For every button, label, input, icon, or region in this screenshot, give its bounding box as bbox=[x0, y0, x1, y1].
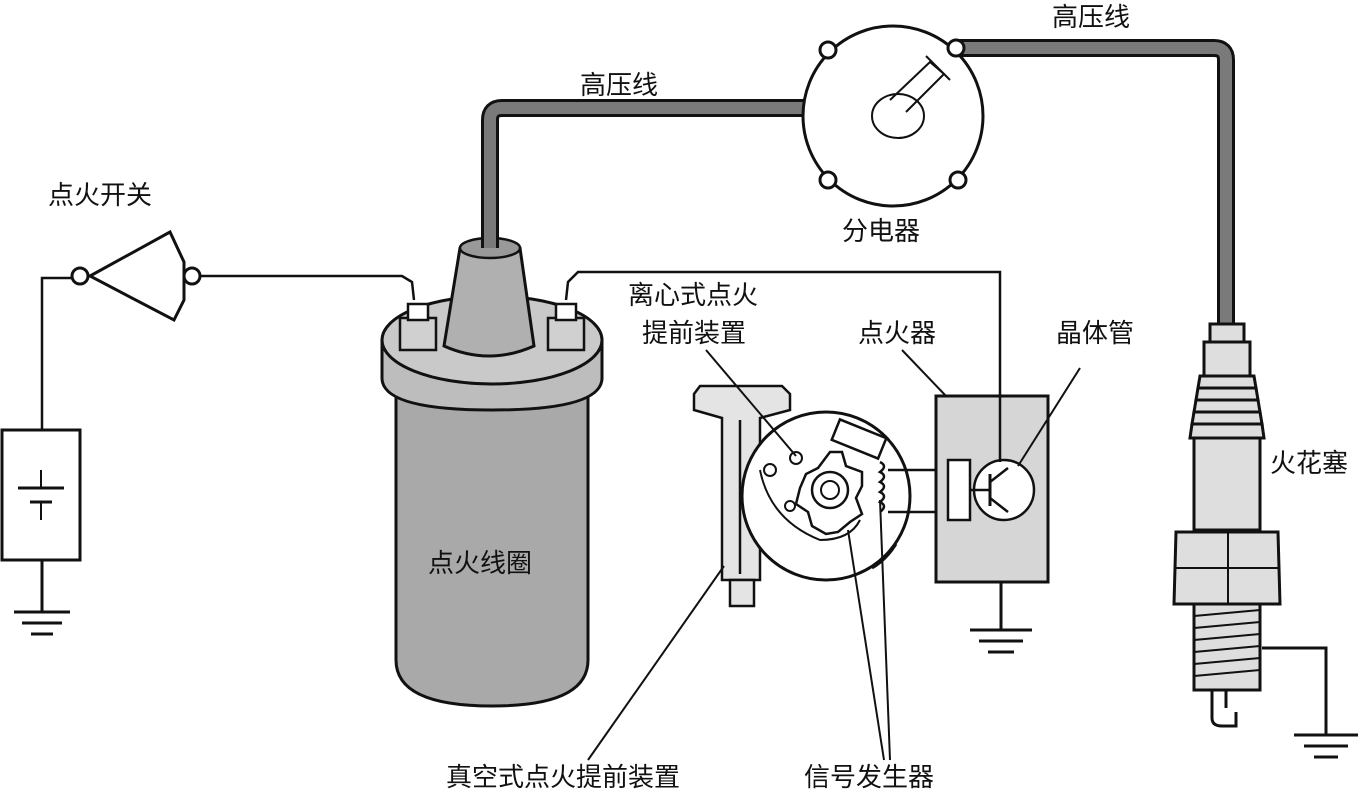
label-ignition-coil: 点火线圈 bbox=[428, 549, 532, 579]
distributor-base bbox=[740, 410, 950, 582]
label-centrifugal-advance-line1: 离心式点火 bbox=[628, 281, 758, 311]
igniter-module bbox=[934, 394, 1050, 584]
pickup-coil bbox=[830, 417, 888, 513]
spark-plug-threads bbox=[1193, 609, 1261, 677]
label-spark-plug: 火花塞 bbox=[1270, 449, 1348, 479]
coil-terminal-right bbox=[546, 302, 586, 352]
ignition-switch bbox=[70, 229, 202, 323]
label-centrifugal-advance-line2: 提前装置 bbox=[642, 319, 746, 349]
distributor-cap bbox=[801, 24, 985, 208]
label-transistor: 晶体管 bbox=[1056, 319, 1134, 349]
battery bbox=[0, 428, 82, 562]
ground-symbol-battery bbox=[14, 560, 70, 636]
label-igniter: 点火器 bbox=[858, 319, 936, 349]
ignition-coil bbox=[380, 236, 604, 708]
label-distributor: 分电器 bbox=[842, 217, 920, 247]
leader-lines bbox=[587, 349, 1081, 761]
reluctor-wheel bbox=[794, 450, 864, 536]
label-hv-wire-left: 高压线 bbox=[580, 71, 658, 101]
coil-terminal-left bbox=[398, 302, 438, 352]
label-ignition-switch: 点火开关 bbox=[48, 181, 152, 211]
spark-plug bbox=[1172, 322, 1282, 728]
label-signal-generator: 信号发生器 bbox=[804, 763, 934, 793]
ground-symbol-igniter bbox=[970, 582, 1032, 654]
distributor-rotor bbox=[871, 55, 951, 139]
label-vacuum-advance: 真空式点火提前装置 bbox=[446, 763, 680, 793]
ground-symbol-spark-plug bbox=[1262, 646, 1358, 759]
label-hv-wire-top: 高压线 bbox=[1052, 3, 1130, 33]
high-voltage-wires bbox=[481, 39, 1235, 330]
